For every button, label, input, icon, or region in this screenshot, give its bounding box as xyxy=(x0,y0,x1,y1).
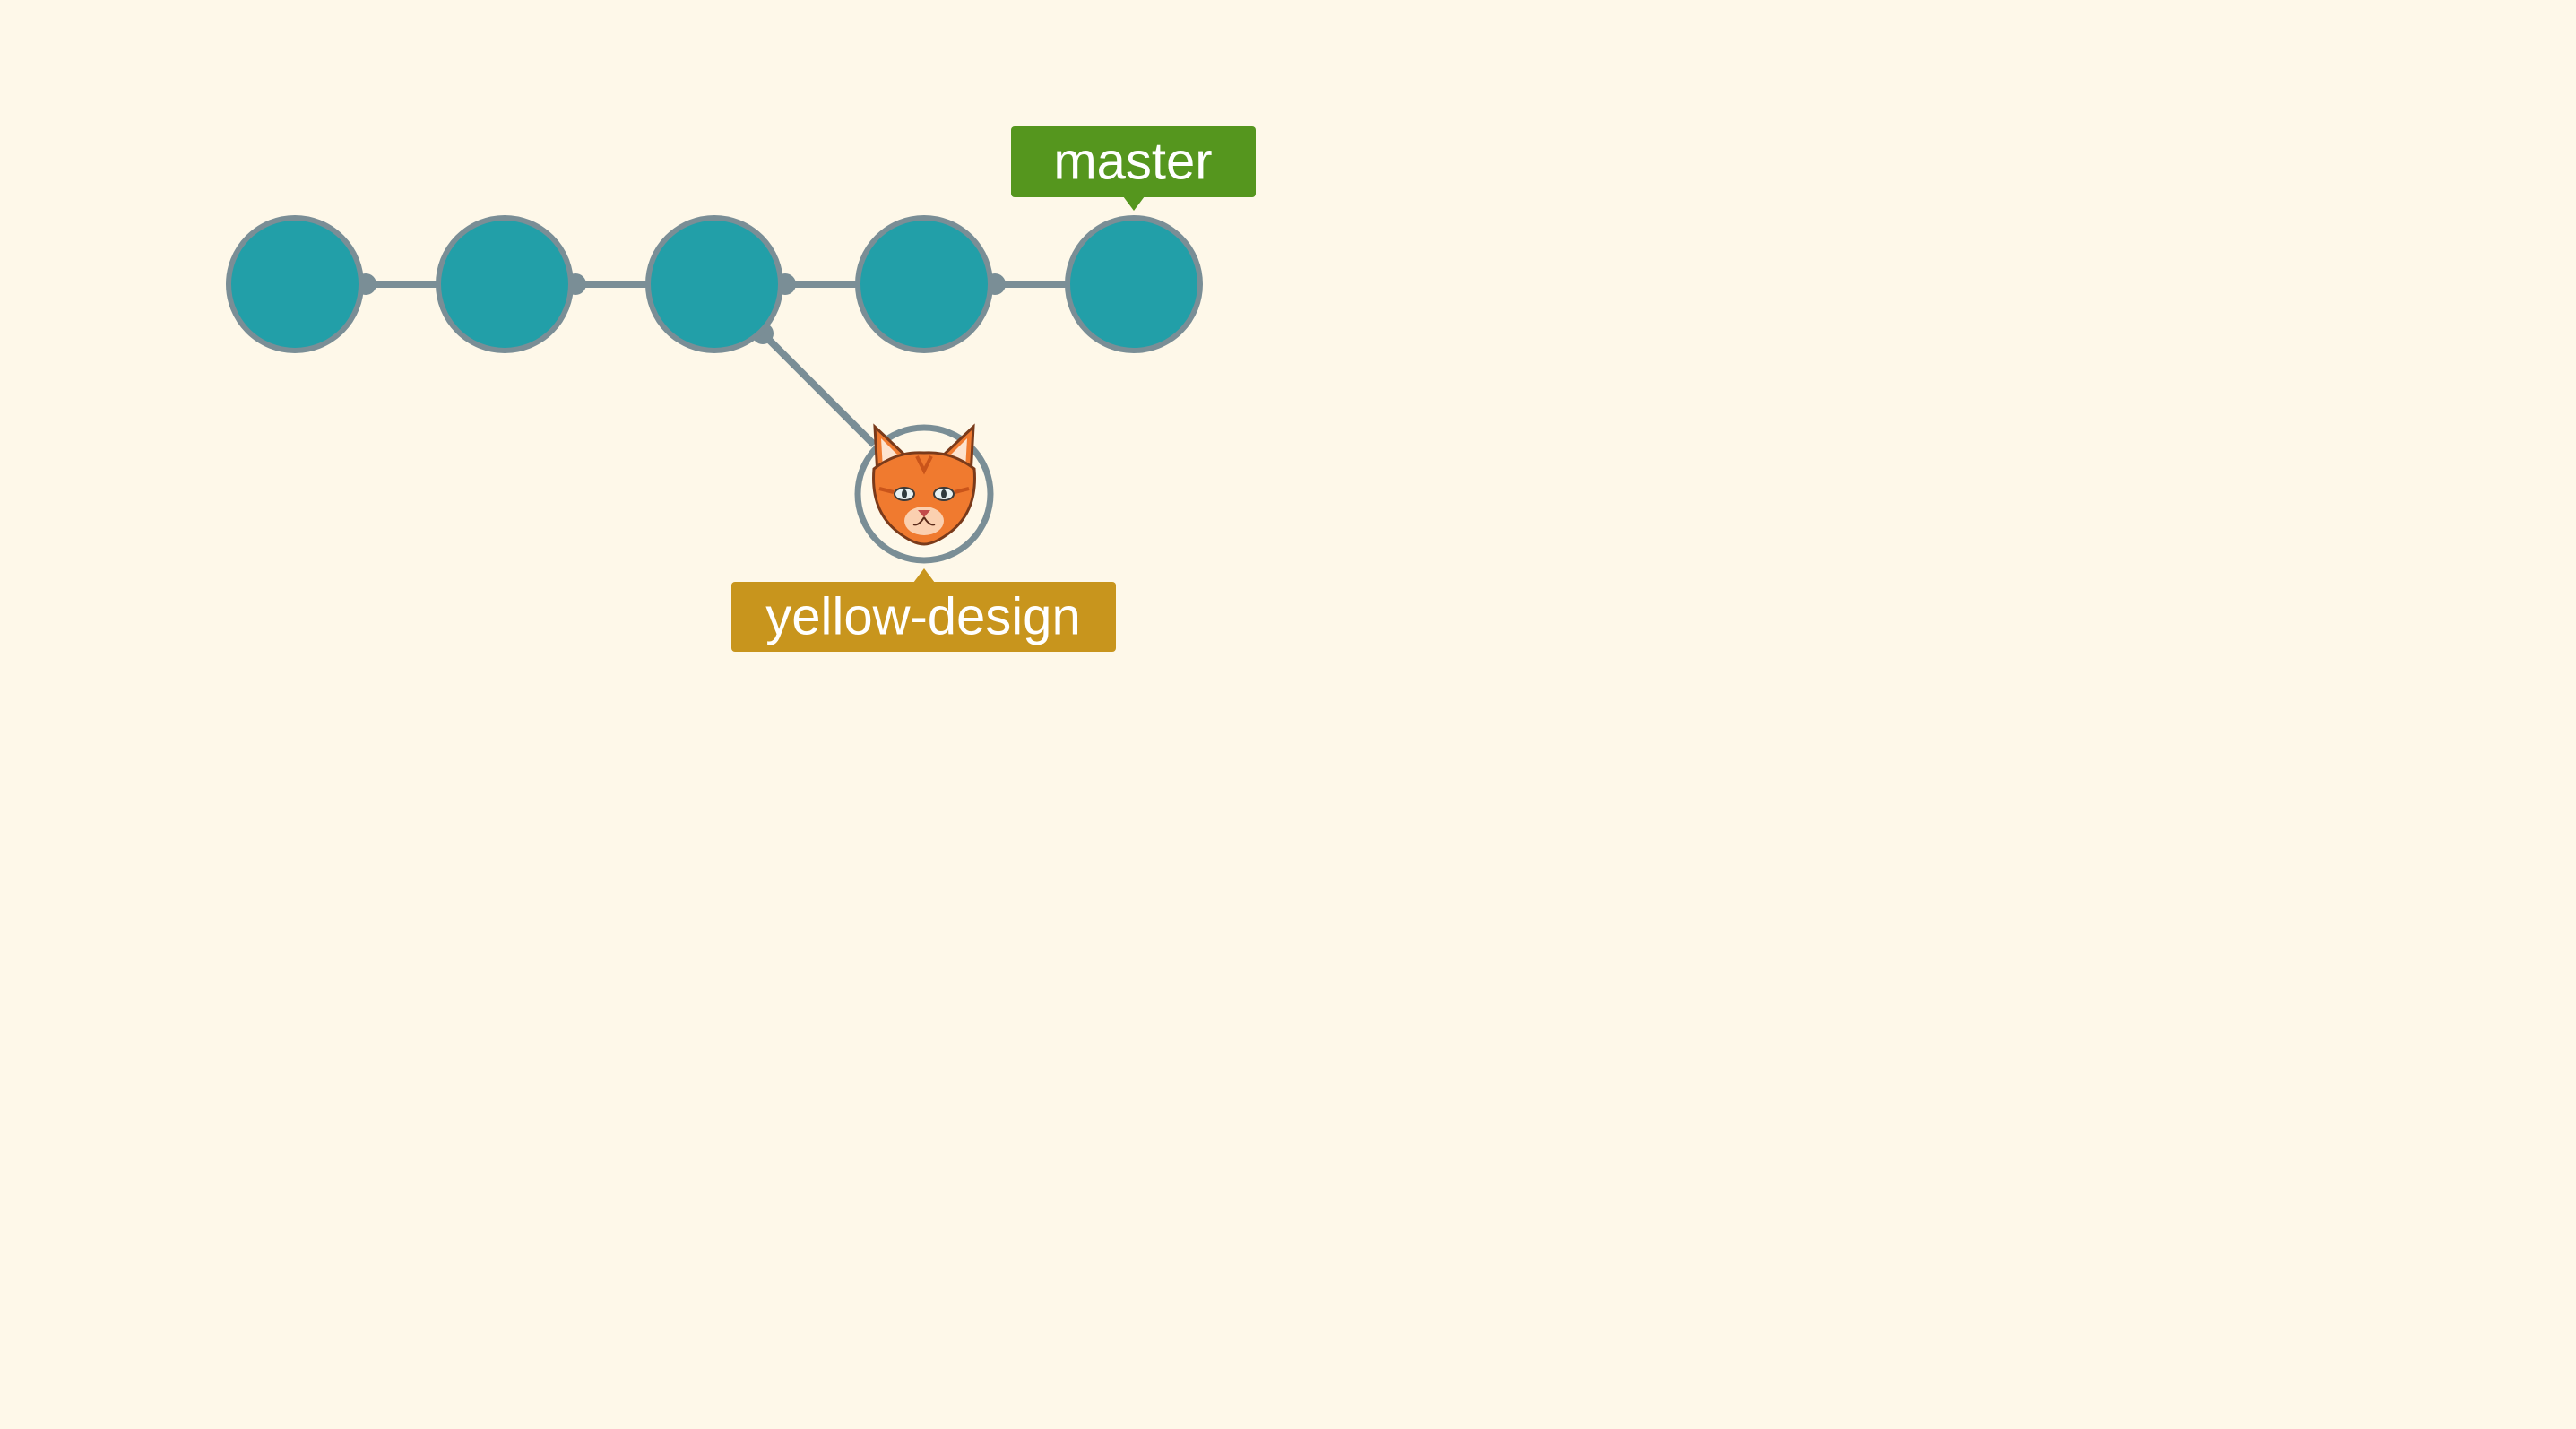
master-tag-box xyxy=(1011,126,1256,197)
branch-commit-b1[interactable] xyxy=(854,423,994,564)
commit-node-c3[interactable] xyxy=(645,215,783,353)
yellow-design-branch-tag[interactable]: yellow-design xyxy=(731,568,1116,652)
master-tag-label: master xyxy=(1053,133,1212,191)
commit-node-c2[interactable] xyxy=(436,215,574,353)
main-commits xyxy=(226,215,1203,353)
cat-face-icon xyxy=(872,423,976,546)
master-tag-pointer xyxy=(1123,196,1145,211)
master-branch-tag[interactable]: master xyxy=(1011,126,1256,211)
commit-node-c4[interactable] xyxy=(855,215,993,353)
commit-node-c5[interactable] xyxy=(1065,215,1203,353)
branch-tag-box xyxy=(731,582,1116,652)
edge-c3-b1 xyxy=(760,331,877,447)
branch-tag-label: yellow-design xyxy=(765,588,1080,646)
branch-tag-pointer xyxy=(913,568,935,583)
commit-node-c1[interactable] xyxy=(226,215,364,353)
